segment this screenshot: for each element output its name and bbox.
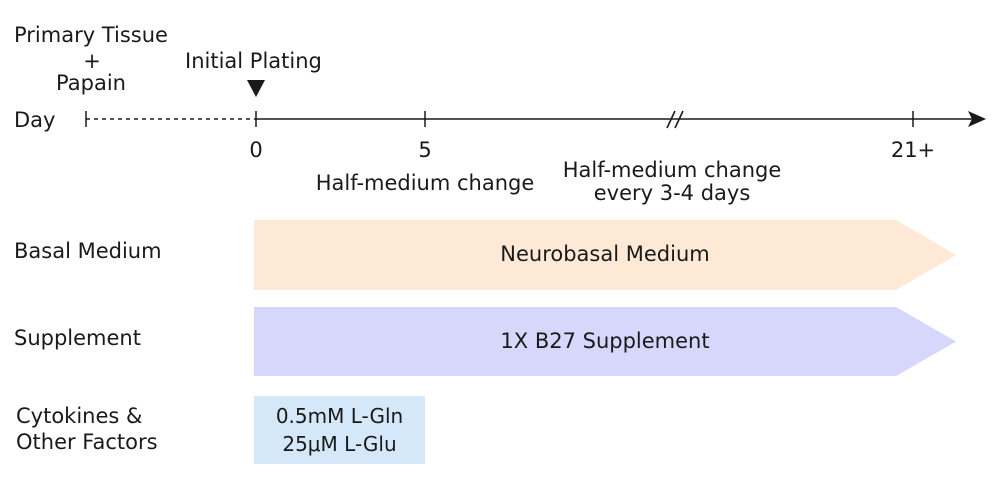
initial-plating-label: Initial Plating: [185, 49, 322, 73]
basal-medium-bar-shape: [254, 220, 956, 290]
day-axis-label: Day: [14, 108, 56, 132]
row-label-basal-medium: Basal Medium: [14, 239, 162, 263]
row-label-cytokines-line2: Other Factors: [16, 430, 158, 454]
factor-l-gln: 0.5mM L-Gln: [275, 404, 404, 428]
supplement-bar: 1X B27 Supplement: [254, 307, 956, 376]
basal-medium-bar-label: Neurobasal Medium: [500, 242, 710, 266]
axis-arrowhead: [968, 111, 986, 127]
event-half-medium-change-recurring-line2: every 3-4 days: [593, 181, 751, 205]
tick-label-day-21: 21+: [890, 138, 936, 162]
initial-plating-marker-icon: [247, 80, 265, 97]
tick-label-day-5: 5: [418, 138, 432, 162]
row-label-supplement: Supplement: [14, 326, 141, 350]
tick-label-day-0: 0: [249, 138, 263, 162]
supplement-bar-shape: [254, 307, 956, 376]
timeline-axis: [85, 80, 986, 129]
basal-medium-bar: Neurobasal Medium: [254, 220, 956, 290]
cytokines-factors-box: 0.5mM L-Gln 25μM L-Glu: [254, 396, 425, 464]
row-label-cytokines-line1: Cytokines &: [16, 404, 143, 428]
axis-break-mark: [666, 110, 684, 129]
factor-l-glu: 25μM L-Glu: [282, 432, 397, 456]
papain-label: Papain: [56, 71, 126, 95]
event-half-medium-change-day5: Half-medium change: [315, 171, 535, 195]
supplement-bar-label: 1X B27 Supplement: [500, 329, 710, 353]
event-half-medium-change-recurring-line1: Half-medium change: [562, 158, 782, 182]
plus-label: +: [83, 49, 101, 73]
primary-tissue-label: Primary Tissue: [14, 23, 168, 47]
